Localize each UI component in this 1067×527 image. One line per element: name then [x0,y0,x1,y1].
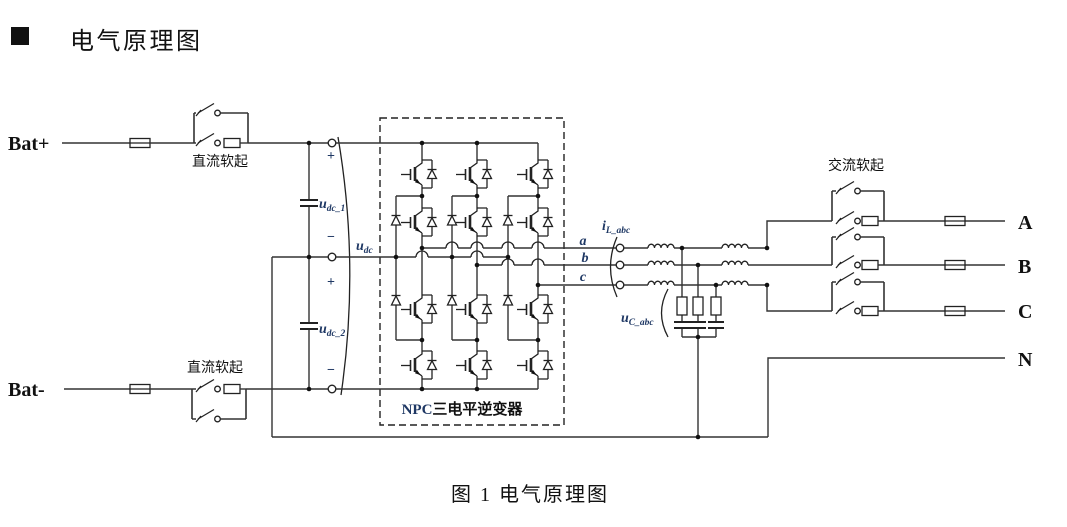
filter-capacitor-icon [690,321,706,329]
igbt-icon [399,155,438,193]
soft-start-resistor-icon [861,259,879,271]
soft-start-resistor-icon [861,215,879,227]
il-abc-label: iL_abc [602,219,631,236]
soft-start-switch-icon [835,300,862,315]
igbt-icon [454,290,493,328]
inverter-boundary [379,117,565,426]
dc-mid-terminal [327,252,337,262]
igbt-icon [515,346,554,384]
npc-inverter: NPC三电平逆变器 [336,117,565,426]
soft-start-resistor-icon [223,383,241,395]
igbt-icon [515,290,554,328]
igbt-icon [399,346,438,384]
output-c-label: C [1018,301,1032,323]
capacitor-icon [300,199,318,207]
inductor-icon [647,243,675,249]
fuse-icon [129,383,151,395]
igbt-icon [399,290,438,328]
bypass-switch-icon [835,226,862,241]
dc-plus-terminal [327,138,337,148]
polarity-minus: − [327,230,335,245]
clamp-diode-icon [502,214,514,226]
soft-start-switch-icon [835,210,862,225]
bypass-switch-icon [195,102,222,117]
soft-start-switch-icon [195,132,222,147]
section-title: 电气原理图 [70,28,203,55]
phase-c-terminal [615,280,625,290]
igbt-icon [454,203,493,241]
soft-start-switch-icon [835,254,862,269]
bat-minus-label: Bat- [8,379,45,401]
inductor-icon [721,280,749,286]
dc-negative-rail: Bat- 直流软起 [8,359,328,423]
filter-capacitor-icon [674,321,690,329]
phase-b-label: b [582,251,589,266]
fuse-icon [129,137,151,149]
udc-label: udc [356,239,374,256]
figure-caption: 图 1 电气原理图 [451,483,609,506]
fuse-icon [944,215,966,227]
soft-start-resistor-icon [223,137,241,149]
clamp-diode-icon [390,214,402,226]
igbt-icon [454,155,493,193]
dc-voltage-brace [337,136,351,396]
phase-output-wires: a b c iL_abc [422,219,631,298]
bat-plus-label: Bat+ [8,133,49,155]
output-a-label: A [1018,212,1033,234]
bypass-switch-icon [835,271,862,286]
clamp-diode-icon [390,294,402,306]
fuse-icon [944,259,966,271]
bypass-switch-icon [835,180,862,195]
dc-soft-start-top-label: 直流软起 [192,153,248,170]
uc-abc-label: uC_abc [621,311,654,328]
inductor-icon [721,260,749,266]
filter-capacitor-icon [708,321,724,329]
phase-a-terminal [615,243,625,253]
section-header: 电气原理图 [11,27,203,55]
phase-a-label: a [580,234,587,249]
section-bullet-icon [11,27,29,45]
damping-resistor-icon [692,296,704,316]
output-b-label: B [1018,256,1031,278]
phase-b-terminal [615,260,625,270]
damping-resistor-icon [710,296,722,316]
fuse-icon [944,305,966,317]
clamp-diode-icon [502,294,514,306]
igbt-icon [399,203,438,241]
ac-soft-start-label: 交流软起 [828,157,884,174]
phase-c-label: c [580,270,587,285]
output-n-label: N [1018,349,1033,371]
dc-positive-rail: Bat+ 直流软起 [8,102,328,170]
inductor-icon [647,260,675,266]
bypass-switch-icon [195,408,222,423]
current-brace [609,236,618,298]
dc-soft-start-bottom-label: 直流软起 [187,359,243,376]
ac-soft-start: 交流软起 A B C N [766,157,1033,437]
igbt-icon [454,346,493,384]
capacitor-icon [300,322,318,330]
igbt-icon [515,155,554,193]
polarity-plus: + [327,149,335,164]
clamp-diode-icon [446,294,458,306]
udc2-label: udc_2 [319,322,346,339]
igbt-icon [515,203,554,241]
dc-minus-terminal [327,384,337,394]
inductor-icon [647,280,675,286]
soft-start-resistor-icon [861,305,879,317]
cap-voltage-brace [660,288,669,338]
output-filter: uC_abc [621,243,832,437]
dc-link: + − + − udc_1 udc_2 udc [271,136,768,438]
inverter-label: NPC三电平逆变器 [402,400,524,418]
damping-resistor-icon [676,296,688,316]
polarity-plus: + [327,275,335,290]
polarity-minus: − [327,363,335,378]
clamp-diode-icon [446,214,458,226]
soft-start-switch-icon [195,378,222,393]
udc1-label: udc_1 [319,197,345,214]
inductor-icon [721,243,749,249]
